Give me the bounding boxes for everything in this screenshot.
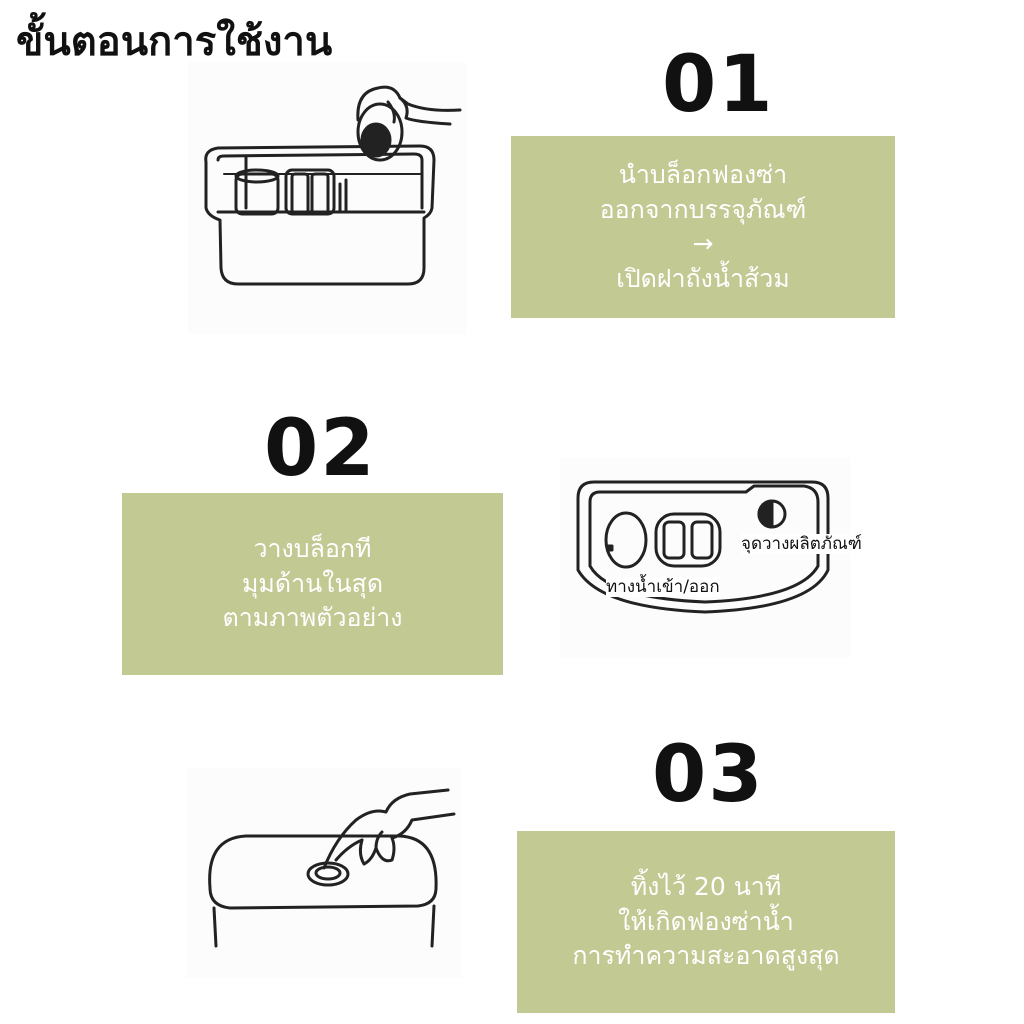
step-3-instruction-box: ทิ้งไว้ 20 นาที ให้เกิดฟองซ่าน้ำ การทำคว… (517, 831, 895, 1013)
water-passage-label: ทางน้ำเข้า/ออก (606, 577, 720, 598)
press-flush-button-icon (208, 788, 456, 948)
step-2-instruction-box: วางบล็อกที มุมด้านในสุด ตามภาพตัวอย่าง (122, 493, 503, 675)
step-1-number: 01 (662, 40, 775, 130)
step-1-instruction-box: นำบล็อกฟองซ่า ออกจากบรรจุภัณฑ์ → เปิดฝาถ… (511, 136, 895, 318)
step-1-line-1: นำบล็อกฟองซ่า (618, 160, 788, 189)
step-3-line-1: ทิ้งไว้ 20 นาที (630, 872, 782, 902)
tank-top-view-icon (576, 480, 830, 614)
step-1-illustration (188, 62, 466, 334)
step-2-line-2: มุมด้านในสุด (241, 568, 384, 598)
step-3-line-3: การทำความสะอาดสูงสุด (572, 941, 840, 971)
step-2-line-1: วางบล็อกที (253, 534, 372, 564)
step-2-number: 02 (264, 404, 377, 494)
step-2-line-3: ตามภาพตัวอย่าง (222, 603, 403, 633)
step-3-number: 03 (652, 730, 765, 820)
step-3-illustration (186, 768, 462, 978)
arrow-right-icon: → (692, 229, 714, 258)
step-1-line-2: ออกจากบรรจุภัณฑ์ (599, 194, 807, 224)
step-3-line-2: ให้เกิดฟองซ่าน้ำ (618, 906, 794, 936)
step-1-line-3: เปิดฝาถังน้ำส้วม (616, 263, 790, 293)
product-spot-label: จุดวางผลิตภัณฑ์ (741, 534, 862, 555)
open-tank-with-block-icon (204, 85, 462, 286)
page-title: ขั้นตอนการใช้งาน (16, 19, 333, 65)
step-2-illustration (560, 458, 850, 658)
